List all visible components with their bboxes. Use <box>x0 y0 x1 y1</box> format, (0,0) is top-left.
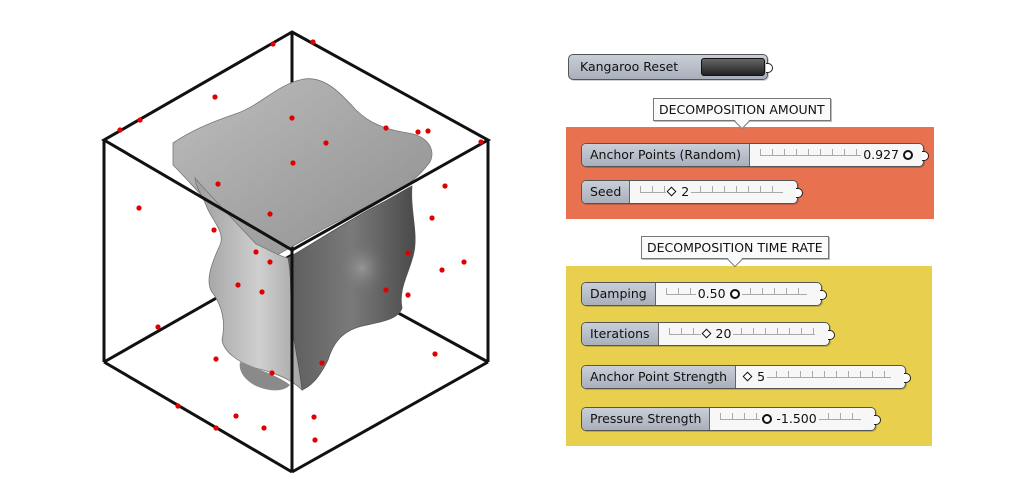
anchor-point <box>261 425 267 431</box>
slider-label: Damping <box>582 283 656 305</box>
slider-value-wrap: 5 <box>742 366 768 388</box>
anchor-point <box>405 292 411 298</box>
slider-track[interactable]: 0.927 <box>750 144 923 166</box>
slider-value: 0.50 <box>697 286 726 301</box>
slider-knob-icon[interactable] <box>762 414 773 424</box>
slider-label: Pressure Strength <box>582 408 711 430</box>
anchor-point <box>136 205 142 211</box>
slider-track[interactable]: 0.50 <box>656 283 821 305</box>
anchor-point <box>211 227 217 233</box>
anchor-point <box>383 125 389 131</box>
slider-knob-icon[interactable] <box>742 371 753 382</box>
anchor-point <box>415 129 421 135</box>
slider-label: Anchor Points (Random) <box>582 144 751 166</box>
anchor-point <box>259 289 265 295</box>
group-title-rate: DECOMPOSITION TIME RATE <box>641 236 829 259</box>
slider-label: Iterations <box>582 323 659 345</box>
decomposed-surface <box>172 78 433 392</box>
anchor-point <box>312 437 318 443</box>
anchor-point <box>442 183 448 189</box>
anchor-point <box>290 160 296 166</box>
kangaroo-reset-label: Kangaroo Reset <box>580 59 679 74</box>
anchor-point <box>405 250 411 256</box>
pressure-strength-slider[interactable]: Pressure Strength -1.500 <box>581 407 881 431</box>
anchor-point <box>439 267 445 273</box>
anchor-point <box>270 41 276 47</box>
output-port[interactable] <box>922 151 929 161</box>
slider-value-wrap: -1.500 <box>760 408 819 430</box>
iterations-slider[interactable]: Iterations 20 <box>581 322 835 346</box>
output-port[interactable] <box>766 63 773 73</box>
anchor-point <box>213 425 219 431</box>
anchor-point <box>432 351 438 357</box>
slider-value-wrap: 20 <box>700 323 734 345</box>
anchor-point <box>311 414 317 420</box>
anchor-point <box>269 370 275 376</box>
anchor-point <box>323 140 329 146</box>
reset-trigger-button[interactable] <box>701 58 765 76</box>
slider-knob-icon[interactable] <box>666 186 677 197</box>
anchor-point <box>137 117 143 123</box>
slider-track[interactable]: -1.500 <box>710 408 875 430</box>
anchor-point <box>461 259 467 265</box>
anchor-point <box>233 413 239 419</box>
anchor-point <box>425 128 431 134</box>
anchor-point <box>117 127 123 133</box>
slider-track[interactable]: 5 <box>736 366 905 388</box>
slider-value: 0.927 <box>863 147 899 162</box>
output-port[interactable] <box>874 415 881 425</box>
slider-value: 2 <box>681 184 690 199</box>
kangaroo-reset-button[interactable]: Kangaroo Reset <box>568 54 773 80</box>
group-title-amount: DECOMPOSITION AMOUNT <box>653 98 831 121</box>
bounding-box-front <box>101 30 492 474</box>
slider-value: 20 <box>715 326 732 341</box>
anchor-point-strength-slider[interactable]: Anchor Point Strength 5 <box>581 365 911 389</box>
slider-knob-icon[interactable] <box>729 289 740 299</box>
output-port[interactable] <box>796 188 803 198</box>
slider-track[interactable]: 20 <box>659 323 829 345</box>
output-port[interactable] <box>828 330 835 340</box>
3d-viewport[interactable] <box>0 0 560 497</box>
slider-value-wrap: 2 <box>666 181 692 203</box>
anchor-point <box>310 39 316 45</box>
anchor-point <box>215 181 221 187</box>
anchor-point <box>267 211 273 217</box>
slider-track[interactable]: 2 <box>630 181 797 203</box>
anchor-point <box>253 249 259 255</box>
anchor-point <box>383 287 389 293</box>
slider-label: Seed <box>582 181 631 203</box>
slider-value: -1.500 <box>776 411 817 426</box>
anchor-point <box>478 139 484 145</box>
slider-value-wrap: 0.50 <box>695 283 742 305</box>
slider-value: 5 <box>757 369 766 384</box>
slider-knob-icon[interactable] <box>903 150 913 160</box>
seed-slider[interactable]: Seed 2 <box>581 180 803 204</box>
anchor-point <box>175 403 181 409</box>
anchor-point <box>289 115 295 121</box>
output-port[interactable] <box>820 290 827 300</box>
anchor-point <box>319 360 325 366</box>
slider-label: Anchor Point Strength <box>582 366 737 388</box>
anchor-point <box>212 94 218 100</box>
output-port[interactable] <box>904 373 911 383</box>
anchor-point <box>235 282 241 288</box>
damping-slider[interactable]: Damping 0.50 <box>581 282 827 306</box>
anchor-point <box>267 259 273 265</box>
slider-value-wrap: 0.927 <box>861 144 915 166</box>
anchor-points <box>117 39 484 443</box>
anchor-point <box>213 356 219 362</box>
anchor-point <box>429 215 435 221</box>
slider-knob-icon[interactable] <box>701 328 711 339</box>
anchor-point <box>155 324 161 330</box>
anchor-points-slider[interactable]: Anchor Points (Random) 0.927 <box>581 143 929 167</box>
decomposition-amount-group[interactable] <box>566 127 934 219</box>
